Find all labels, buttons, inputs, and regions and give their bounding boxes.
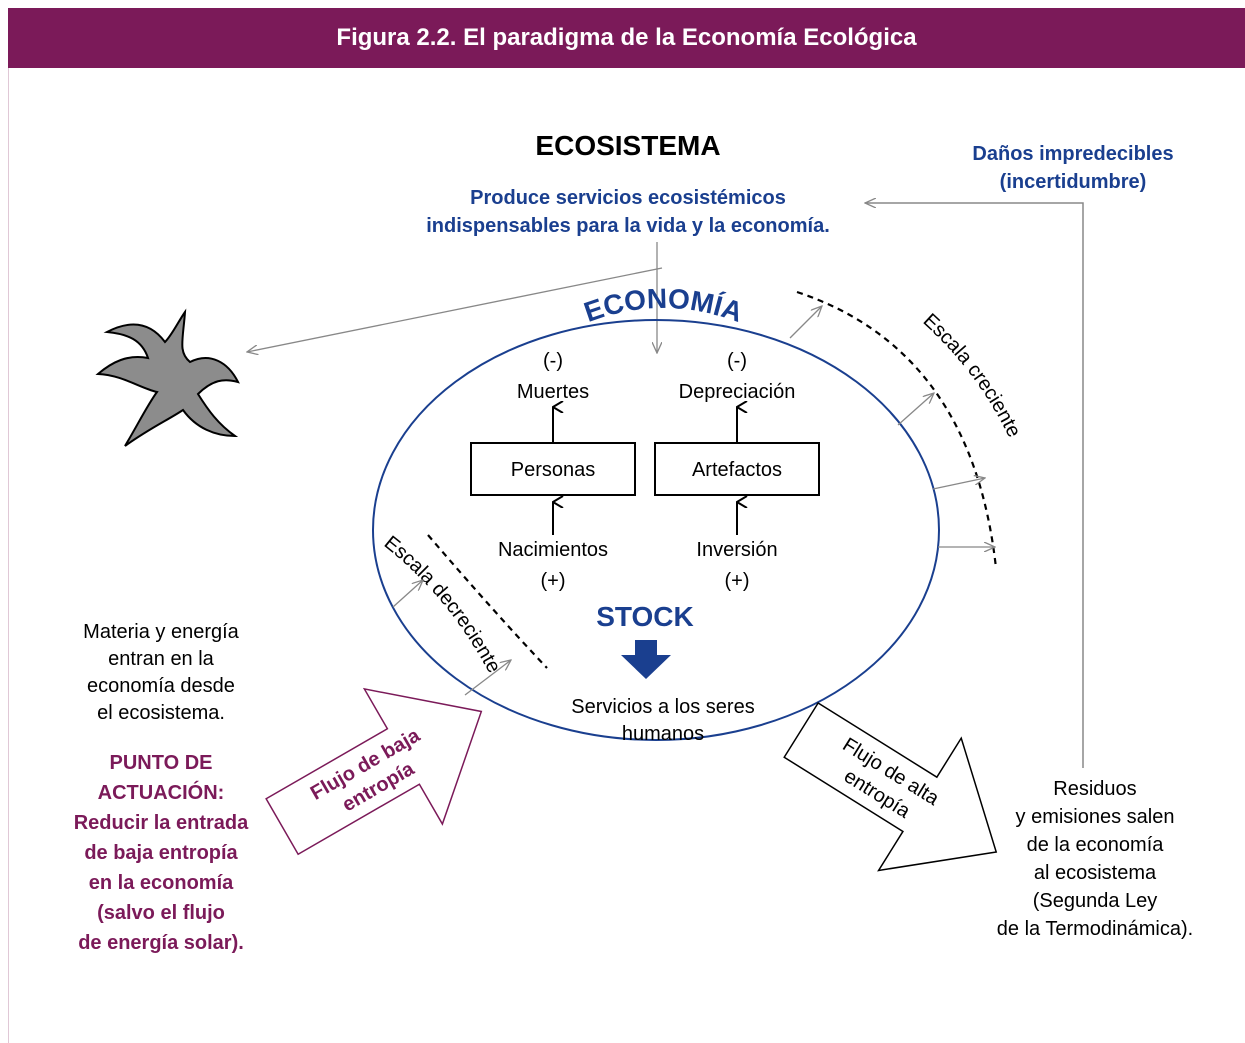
services-to-sun-arrow xyxy=(247,267,663,352)
frame-border xyxy=(8,68,9,1043)
inflow-text-1: Materia y energía xyxy=(83,621,240,643)
births-label: Nacimientos xyxy=(498,539,608,561)
economy-boundary xyxy=(372,319,940,741)
inflow-text-3: economía desde xyxy=(87,675,235,697)
action-line-5: en la economía xyxy=(89,872,234,894)
economy-label: ECONOMÍA xyxy=(580,283,747,328)
outflow-text-5: (Segunda Ley xyxy=(1033,890,1158,912)
figure-title: Figura 2.2. El paradigma de la Economía … xyxy=(8,8,1245,68)
scale-decreasing-boundary xyxy=(427,534,548,669)
sun-icon xyxy=(95,308,240,447)
damages-line-1: Daños impredecibles xyxy=(972,143,1173,165)
people-box xyxy=(470,442,636,496)
low-entropy-flow-arrow: Flujo de baja entropía xyxy=(265,687,483,856)
ecosystem-produces-line-1: Produce servicios ecosistémicos xyxy=(470,187,786,209)
depreciation-label: Depreciación xyxy=(679,381,796,403)
inflow-text-2: entran en la xyxy=(108,648,215,670)
investment-label: Inversión xyxy=(696,539,777,561)
depreciation-sign: (-) xyxy=(727,350,747,372)
investment-sign: (+) xyxy=(725,570,750,592)
action-line-3: Reducir la entrada xyxy=(74,812,249,834)
action-line-1: PUNTO DE xyxy=(110,752,213,774)
inflow-text-4: el ecosistema. xyxy=(97,702,225,724)
services-line-2: humanos xyxy=(622,723,704,745)
growth-arrow-2 xyxy=(897,393,934,426)
outflow-text-1: Residuos xyxy=(1053,778,1136,800)
services-line-1: Servicios a los seres xyxy=(571,696,754,718)
artifacts-box-label: Artefactos xyxy=(692,459,782,481)
growth-arrow-3 xyxy=(932,478,985,490)
action-line-7: de energía solar). xyxy=(78,932,244,954)
action-line-6: (salvo el flujo xyxy=(97,902,225,924)
scale-growing-label: Escala creciente xyxy=(919,310,1025,441)
decrease-arrow-1 xyxy=(392,580,423,608)
stock-down-arrow-icon xyxy=(621,640,671,679)
ecosystem-produces-line-2: indispensables para la vida y la economí… xyxy=(426,215,830,237)
outflow-text-6: de la Termodinámica). xyxy=(997,918,1193,940)
action-line-2: ACTUACIÓN: xyxy=(98,780,225,804)
outflow-text-2: y emisiones salen xyxy=(1016,806,1175,828)
stock-label: STOCK xyxy=(596,601,694,632)
damages-line-2: (incertidumbre) xyxy=(1000,171,1147,193)
outflow-text-4: al ecosistema xyxy=(1034,862,1157,884)
artifacts-box xyxy=(654,442,820,496)
ecosystem-label: ECOSISTEMA xyxy=(535,130,720,161)
scale-decreasing-label: Escala decreciente xyxy=(380,532,505,677)
births-sign: (+) xyxy=(541,570,566,592)
scale-growing-boundary xyxy=(796,290,998,569)
people-box-label: Personas xyxy=(511,459,596,481)
deaths-sign: (-) xyxy=(543,350,563,372)
action-line-4: de baja entropía xyxy=(84,842,238,864)
outflow-text-3: de la economía xyxy=(1027,834,1165,856)
damage-feedback-arrow xyxy=(865,203,1084,768)
decrease-arrow-2 xyxy=(464,660,511,696)
deaths-label: Muertes xyxy=(517,381,589,403)
high-entropy-flow-arrow: Flujo de alta entropía xyxy=(783,701,998,872)
growth-arrow-1 xyxy=(789,306,822,339)
